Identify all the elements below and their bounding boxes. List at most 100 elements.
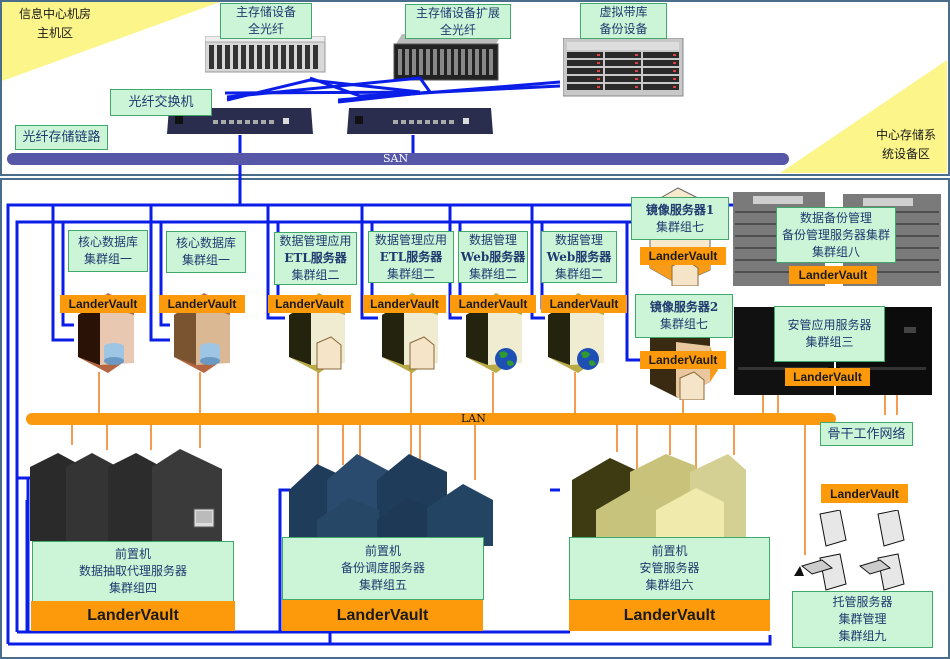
core-db-label-1: 核心数据库 集群组一 (68, 230, 148, 272)
landervault-badge: LanderVault (31, 601, 235, 631)
security-frontend-cluster-line3: 集群组六 (645, 578, 694, 592)
web-server-2[interactable] (542, 285, 614, 375)
main-room-title: 信息中心机房 主机区 (16, 5, 94, 43)
web-label-1: 数据管理 Web服务器 集群组二 (458, 231, 528, 283)
backup-schedule-cluster-label: 前置机 备份调度服务器 集群组五 (282, 537, 484, 600)
backbone-label: 骨干工作网络 (820, 422, 913, 446)
landervault-badge: LanderVault (569, 600, 770, 631)
core-db-label-2-line1: 核心数据库 (175, 236, 236, 250)
hosted-workstations[interactable] (790, 510, 930, 600)
landervault-badge: LanderVault (640, 247, 726, 265)
expansion-storage-line2: 全光纤 (439, 22, 476, 37)
mirror-label-1-line2: 集群组七 (655, 219, 704, 234)
security-app-label-line2: 集群组三 (805, 335, 854, 349)
backup-mgmt-label: 数据备份管理 备份管理服务器集群 集群组八 (776, 207, 896, 263)
tape-library-device[interactable] (563, 38, 685, 98)
extraction-cluster-label: 前置机 数据抽取代理服务器 集群组四 (32, 541, 234, 602)
core-db-label-2: 核心数据库 集群组一 (166, 231, 246, 273)
core-db-server-2[interactable] (168, 285, 240, 375)
extraction-cluster-line3: 集群组四 (108, 581, 157, 595)
core-db-label-1-line1: 核心数据库 (77, 235, 138, 249)
landervault-badge: LanderVault (60, 295, 146, 313)
hosted-server-label: 托管服务器 集群管理 集群组九 (792, 591, 933, 648)
backbone-label-text: 骨干工作网络 (827, 426, 906, 442)
expansion-storage-label: 主存储设备扩展 全光纤 (405, 4, 511, 39)
etl-label-1-line2: ETL服务器 (284, 251, 347, 265)
fc-switch-label-text: 光纤交换机 (128, 95, 194, 110)
backup-mgmt-label-line2: 备份管理服务器集群 (781, 227, 890, 242)
fc-link-label: 光纤存储链路 (15, 125, 108, 150)
mirror-label-1-line1: 镜像服务器1 (645, 202, 715, 217)
mirror-label-2: 镜像服务器2 集群组七 (635, 294, 733, 338)
expansion-storage-line1: 主存储设备扩展 (415, 5, 500, 20)
storage-zone-title: 中心存储系 统设备区 (868, 126, 944, 164)
hosted-server-line1: 托管服务器 (832, 595, 893, 609)
etl-server-2[interactable] (376, 285, 448, 375)
web-server-1[interactable] (460, 285, 532, 375)
storage-zone-highlight (780, 60, 947, 173)
landervault-badge: LanderVault (541, 295, 627, 313)
landervault-badge: LanderVault (640, 351, 726, 369)
etl-label-1-line3: 集群组二 (291, 268, 340, 282)
etl-label-1-line1: 数据管理应用 (279, 234, 352, 248)
mirror-label-2-line2: 集群组七 (659, 317, 708, 331)
web-label-1-line1: 数据管理 (468, 232, 517, 247)
etl-server-1[interactable] (283, 285, 355, 375)
security-app-label-line1: 安管应用服务器 (787, 318, 872, 332)
etl-label-2: 数据管理应用 ETL服务器 集群组二 (368, 231, 454, 283)
backup-mgmt-label-line3: 集群组八 (811, 244, 860, 259)
landervault-badge: LanderVault (363, 295, 446, 313)
fc-switch-label: 光纤交换机 (110, 89, 212, 116)
main-room-title-line1: 信息中心机房 (18, 7, 91, 21)
security-frontend-cluster-line2: 安管服务器 (639, 561, 700, 575)
lan-label: LAN (461, 412, 486, 425)
landervault-badge: LanderVault (268, 295, 351, 313)
landervault-badge: LanderVault (821, 484, 908, 503)
landervault-badge: LanderVault (785, 368, 870, 386)
web-label-2-line3: 集群组二 (554, 266, 603, 281)
san-label: SAN (383, 152, 409, 165)
backup-schedule-cluster-line3: 集群组五 (358, 578, 407, 592)
backup-schedule-cluster-line2: 备份调度服务器 (340, 561, 425, 575)
etl-label-2-line3: 集群组二 (386, 266, 435, 281)
tape-library-line2: 备份设备 (599, 22, 648, 36)
storage-zone-title-line2: 统设备区 (881, 147, 930, 161)
fc-switch-right[interactable] (345, 106, 495, 138)
security-frontend-cluster[interactable] (570, 450, 750, 550)
main-room-title-line2: 主机区 (36, 26, 73, 40)
web-label-1-line3: 集群组二 (468, 266, 517, 281)
extraction-cluster-line1: 前置机 (114, 547, 151, 561)
landervault-badge: LanderVault (159, 295, 245, 313)
mirror-label-1: 镜像服务器1 集群组七 (631, 197, 729, 240)
fc-link-label-text: 光纤存储链路 (22, 130, 101, 145)
main-room-highlight (2, 2, 220, 81)
etl-label-1: 数据管理应用 ETL服务器 集群组二 (274, 232, 357, 285)
core-db-server-1[interactable] (72, 285, 144, 375)
landervault-badge: LanderVault (450, 295, 536, 313)
web-label-2-line2: Web服务器 (546, 249, 612, 264)
landervault-badge: LanderVault (789, 266, 877, 284)
core-db-label-2-line2: 集群组一 (181, 253, 230, 267)
web-label-2-line1: 数据管理 (554, 232, 603, 247)
core-db-label-1-line2: 集群组一 (83, 252, 132, 266)
hosted-server-line3: 集群组九 (838, 629, 887, 643)
etl-label-2-line1: 数据管理应用 (374, 232, 447, 247)
expansion-storage-device[interactable] (392, 34, 504, 82)
extraction-cluster-line2: 数据抽取代理服务器 (78, 564, 187, 578)
backup-schedule-cluster[interactable] (287, 450, 497, 550)
web-label-2: 数据管理 Web服务器 集群组二 (541, 231, 617, 283)
primary-storage-line1: 主存储设备 (235, 5, 296, 19)
primary-storage-label: 主存储设备 全光纤 (220, 3, 312, 39)
tape-library-line1: 虚拟带库 (599, 5, 648, 19)
landervault-badge: LanderVault (282, 600, 483, 631)
backup-schedule-cluster-line1: 前置机 (364, 544, 401, 558)
hosted-server-line2: 集群管理 (838, 612, 887, 626)
security-app-label: 安管应用服务器 集群组三 (774, 306, 885, 362)
web-label-1-line2: Web服务器 (460, 249, 526, 264)
storage-zone-title-line1: 中心存储系 (875, 128, 936, 142)
extraction-cluster[interactable] (28, 445, 228, 545)
primary-storage-device[interactable] (205, 36, 327, 74)
san-bus (7, 153, 789, 165)
security-frontend-cluster-label: 前置机 安管服务器 集群组六 (569, 537, 770, 600)
lan-bus (26, 413, 836, 425)
